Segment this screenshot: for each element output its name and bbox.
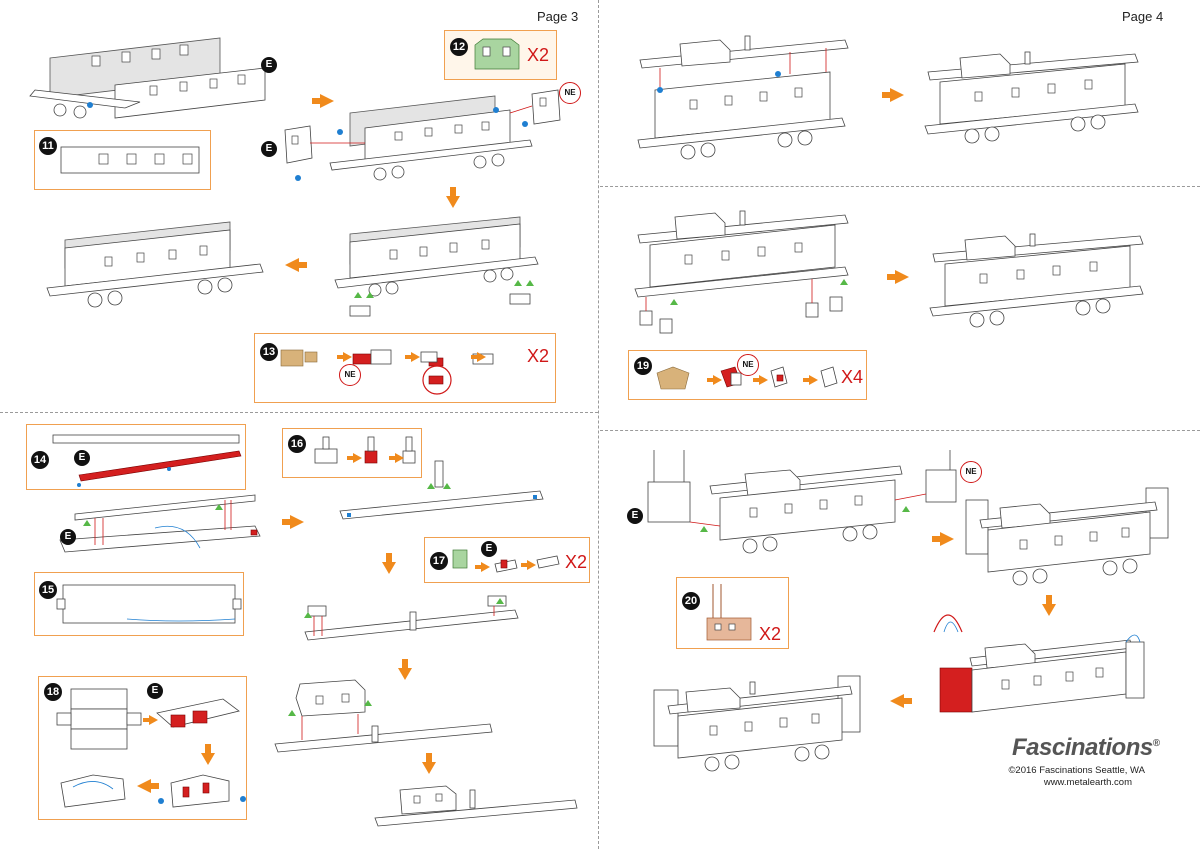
step-15-number: 15 — [39, 581, 57, 599]
cupola-over-frame — [274, 679, 493, 753]
copyright-text: ©2016 Fascinations Seattle, WA — [1008, 765, 1145, 776]
section-divider-right-1 — [600, 186, 1200, 187]
caboose-railing-assembly — [647, 450, 957, 554]
tag-e: E — [627, 508, 643, 524]
flow-arrow-small — [471, 352, 486, 362]
flow-arrow-down — [398, 659, 412, 680]
step-14-parts — [52, 434, 242, 487]
flow-arrow-small — [337, 352, 352, 362]
flow-arrow-right — [882, 88, 904, 102]
brand-name: Fascinations — [1012, 734, 1153, 761]
step-14-box: 14 E — [26, 424, 246, 490]
section-divider-left — [0, 412, 598, 413]
flow-arrow-left — [285, 258, 307, 272]
step-19-box: 19 NE X4 — [628, 350, 867, 400]
flow-arrow-small — [405, 352, 420, 362]
brand-registered-mark: ® — [1152, 738, 1160, 749]
tag-ne: NE — [339, 364, 361, 386]
tag-e: E — [261, 141, 277, 157]
step-17-multiplier: X2 — [565, 552, 588, 572]
step-18-number: 18 — [44, 683, 62, 701]
flow-arrow-right — [282, 515, 304, 529]
flow-arrow-down — [446, 187, 460, 208]
step-11-box: 11 — [34, 130, 211, 190]
step-18-box: 18 E — [38, 676, 247, 820]
flow-arrow-small — [803, 375, 818, 385]
page-divider — [598, 0, 599, 849]
step-11-part — [60, 146, 200, 174]
step-17-box: 17 E X2 — [424, 537, 590, 583]
long-frame-step-16 — [339, 460, 544, 520]
flow-arrow-small — [521, 560, 536, 570]
flow-arrow-down-small — [201, 744, 215, 765]
frame-with-ends — [304, 595, 519, 641]
flow-arrow-small — [475, 562, 490, 572]
caboose-with-steps — [634, 210, 849, 334]
step-12-box: 12 X2 — [444, 30, 557, 80]
step-13-box: 13 NE X2 — [254, 333, 556, 403]
caboose-completed-steps — [929, 233, 1144, 328]
caboose-walls-illustration — [29, 37, 266, 119]
step-19-number: 19 — [634, 357, 652, 375]
caboose-with-trucks — [46, 221, 264, 308]
step-12-multiplier: X2 — [527, 45, 550, 65]
flow-arrow-small — [389, 453, 404, 463]
step-20-number: 20 — [682, 592, 700, 610]
brand-logo: Fascinations® — [1012, 734, 1160, 762]
step-15-box: 15 — [34, 572, 244, 636]
step-19-parts — [656, 366, 838, 390]
step-18-parts — [56, 688, 246, 808]
step-14-number: 14 — [31, 451, 49, 469]
step-15-part — [56, 584, 242, 624]
caboose-ladder-assembly — [933, 614, 1145, 713]
caboose-body-assembly — [284, 89, 561, 181]
frame-with-cupola — [374, 785, 578, 827]
step-19-multiplier: X4 — [841, 367, 864, 387]
step-16-number: 16 — [288, 435, 306, 453]
tag-e: E — [481, 541, 497, 557]
step-20-part — [706, 584, 752, 641]
flow-arrow-small — [707, 375, 722, 385]
step-13-number: 13 — [260, 343, 278, 361]
flow-arrow-right — [312, 94, 334, 108]
flow-arrow-down — [1042, 595, 1056, 616]
step-13-parts — [280, 349, 494, 395]
website-url: www.metalearth.com — [1043, 777, 1132, 788]
section-divider-right-2 — [600, 430, 1200, 431]
step-11-number: 11 — [39, 137, 57, 155]
step-17-parts — [452, 549, 560, 573]
step-13-multiplier: X2 — [527, 346, 550, 366]
step-20-box: 20 X2 — [676, 577, 789, 649]
tag-ne: NE — [737, 354, 759, 376]
step-16-box: 16 — [282, 428, 422, 478]
flow-arrow-small — [347, 453, 362, 463]
step-12-part — [474, 38, 520, 70]
tag-e: E — [60, 529, 76, 545]
flow-arrow-right — [887, 270, 909, 284]
roof-over-caboose — [637, 35, 849, 160]
frame-assembly — [59, 494, 261, 553]
page-3-label: Page 3 — [537, 9, 579, 24]
flow-arrow-down — [422, 753, 436, 774]
page-4-label: Page 4 — [1122, 9, 1164, 24]
flow-arrow-down — [382, 553, 396, 574]
step-12-number: 12 — [450, 38, 468, 56]
tag-e: E — [261, 57, 277, 73]
tag-e: E — [147, 683, 163, 699]
tag-ne: NE — [960, 461, 982, 483]
flow-arrow-left-small — [137, 779, 159, 793]
tag-e: E — [74, 450, 90, 466]
step-17-number: 17 — [430, 552, 448, 570]
flow-arrow-left — [890, 694, 912, 708]
tag-ne: NE — [559, 82, 581, 104]
completed-caboose — [653, 675, 861, 772]
caboose-with-railing — [965, 487, 1169, 586]
caboose-walls-on-frame — [334, 216, 539, 317]
flow-arrow-small — [143, 715, 158, 725]
flow-arrow-small — [753, 375, 768, 385]
step-20-multiplier: X2 — [759, 624, 782, 644]
caboose-with-roof — [924, 51, 1139, 144]
flow-arrow-right — [932, 532, 954, 546]
